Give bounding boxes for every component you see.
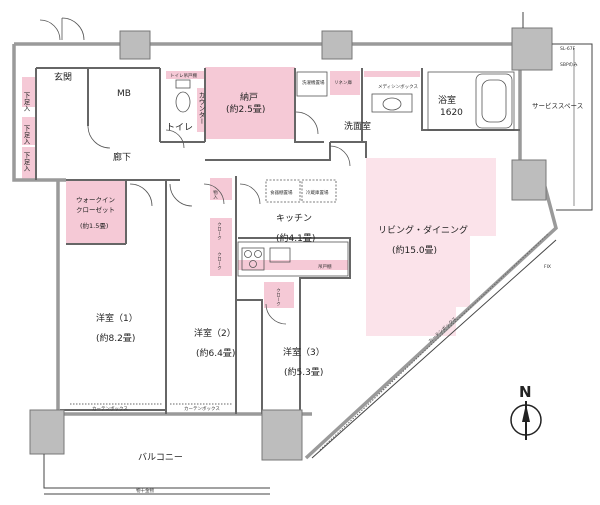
label-storage: 納戸 — [240, 91, 258, 103]
label-cupboard: 食器棚置場 — [270, 189, 293, 196]
kitchen-counter — [237, 241, 349, 277]
closet-3-fill — [264, 282, 294, 308]
label-sbp: SBPのみ — [560, 62, 578, 68]
label-bath-size: 1620 — [440, 108, 463, 118]
label-room3-size: (約5.3畳) — [284, 366, 323, 378]
label-corridor: 廊下 — [113, 151, 131, 163]
label-wic-1: ウォークイン — [76, 196, 115, 204]
closet-2-fill — [210, 248, 232, 276]
balcony-lines — [43, 12, 593, 495]
partition-walls — [35, 67, 520, 414]
label-curtain-box-1: カーテンボックス — [92, 405, 128, 412]
label-kitchen-shelf: 吊戸棚 — [318, 263, 332, 270]
label-storage-size: (約2.5畳) — [226, 103, 265, 115]
label-room1-size: (約8.2畳) — [96, 332, 135, 344]
ldk-fill — [366, 158, 496, 336]
label-service-space: サービススペース — [532, 101, 583, 110]
medicine-fill — [364, 71, 420, 77]
label-ldk-size: (約15.0畳) — [392, 244, 437, 256]
label-entrance: 玄関 — [54, 71, 72, 83]
label-shoe-box-2: 下足入 — [22, 125, 30, 145]
label-mb: MB — [117, 89, 131, 99]
label-curtain-box-2: カーテンボックス — [184, 405, 220, 412]
shoe-box-2-fill — [22, 117, 36, 145]
pillars — [29, 27, 553, 461]
washbasin — [371, 93, 413, 113]
label-shoe-box-3: 下足入 — [22, 152, 30, 172]
label-room1: 洋室（1） — [96, 312, 138, 324]
toilet-shelf-fill — [166, 71, 206, 79]
label-washroom: 洗面室 — [344, 120, 371, 132]
bathtub — [427, 71, 515, 131]
kitchen-shelf-fill — [238, 260, 348, 270]
label-bath: 浴室 — [438, 94, 456, 106]
label-toilet: トイレ — [166, 123, 193, 133]
compass-label: N — [519, 383, 532, 401]
label-sl: SL-67F — [560, 46, 576, 52]
label-storage-small: 物入 — [213, 189, 218, 200]
label-closet-2: クローク — [217, 252, 222, 271]
label-closet-3: クローク — [276, 288, 281, 307]
closet-1-fill — [210, 218, 232, 248]
compass-arrow — [522, 404, 530, 422]
label-shoe-box-1: 下足入 — [22, 92, 30, 112]
label-room2: 洋室（2） — [194, 327, 236, 339]
label-handrail: 物干金物 — [136, 487, 154, 494]
shoe-box-3-fill — [22, 147, 36, 179]
label-washer-place: 洗濯機置場 — [302, 79, 325, 86]
wic-fill — [66, 181, 126, 244]
toilet-fixture — [175, 79, 191, 113]
curtain-boxes — [70, 233, 549, 451]
storage-fill — [205, 67, 295, 139]
label-linen: リネン庫 — [334, 79, 352, 86]
door-swings — [39, 17, 351, 325]
compass: N — [510, 383, 542, 440]
label-medicine-box: メディシンボックス — [378, 83, 419, 90]
storage-small-fill — [210, 178, 232, 200]
label-fridge: 冷蔵庫置場 — [306, 189, 329, 196]
shoe-box-1-fill — [22, 77, 36, 107]
label-kitchen: キッチン — [276, 213, 312, 224]
washer-box — [296, 71, 328, 97]
label-room3: 洋室（3） — [283, 346, 325, 358]
label-kitchen-size: (約4.1畳) — [276, 232, 315, 244]
label-wic-2: クローゼット — [76, 205, 115, 214]
linen-fill — [330, 71, 360, 95]
label-fix: FIX — [544, 264, 551, 270]
room-fills — [22, 67, 496, 336]
label-counter: カウンター — [197, 92, 205, 125]
label-balcony: バルコニー — [138, 452, 183, 463]
label-closet-1: クローク — [217, 222, 222, 241]
counter-fill — [197, 88, 205, 132]
label-room2-size: (約6.4畳) — [196, 347, 235, 359]
label-wic-size: (約1.5畳) — [80, 221, 108, 230]
label-toilet-shelf: トイレ吊戸棚 — [170, 72, 197, 79]
label-ldk: リビング・ダイニング — [378, 224, 468, 236]
